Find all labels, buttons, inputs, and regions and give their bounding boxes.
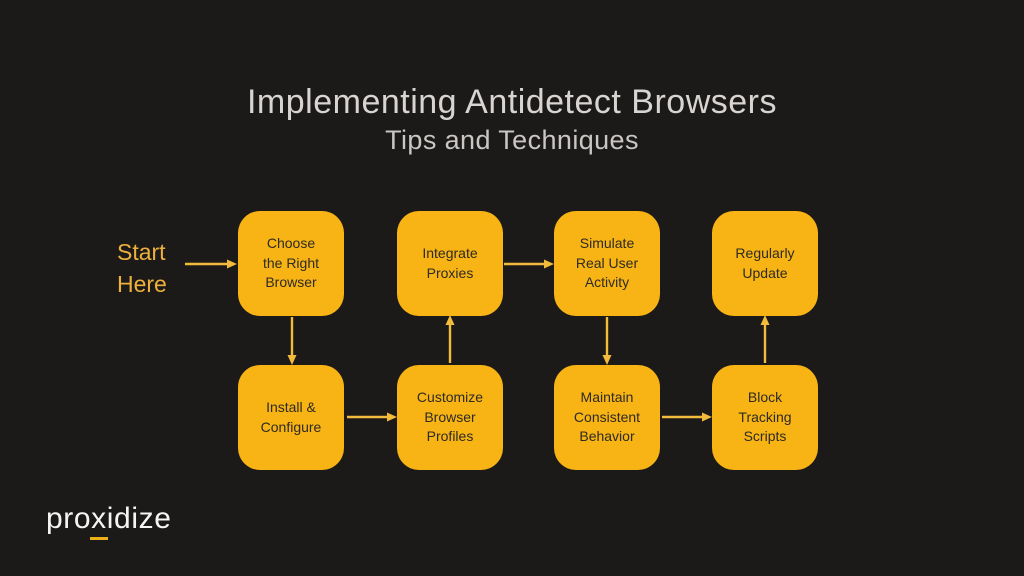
node-label: Maintain Consistent Behavior	[573, 389, 641, 445]
node-label: Choose the Right Browser	[262, 235, 320, 291]
node-label: Customize Browser Profiles	[416, 389, 484, 445]
page-title: Implementing Antidetect Browsers	[246, 82, 778, 121]
node-maintain-consistent-behavior: Maintain Consistent Behavior	[554, 365, 660, 470]
logo-text-x-underlined: x	[90, 502, 108, 540]
logo-text-pre: pro	[46, 502, 92, 535]
logo-text-post: idize	[106, 502, 172, 535]
node-customize-browser-profiles: Customize Browser Profiles	[397, 365, 503, 470]
start-here-label: Start Here	[117, 239, 167, 297]
proxidize-logo: proxidize	[46, 502, 172, 540]
node-choose-right-browser: Choose the Right Browser	[238, 211, 344, 316]
page-subtitle: Tips and Techniques	[385, 125, 639, 156]
node-simulate-real-user-activity: Simulate Real User Activity	[554, 211, 660, 316]
node-label: Regularly Update	[735, 244, 795, 281]
node-integrate-proxies: Integrate Proxies	[397, 211, 503, 316]
node-block-tracking-scripts: Block Tracking Scripts	[712, 365, 818, 470]
node-install-configure: Install & Configure	[238, 365, 344, 470]
node-label: Simulate Real User Activity	[575, 235, 639, 291]
node-label: Integrate Proxies	[422, 244, 478, 281]
node-regularly-update: Regularly Update	[712, 211, 818, 316]
node-label: Install & Configure	[260, 398, 322, 435]
node-label: Block Tracking Scripts	[738, 389, 792, 445]
